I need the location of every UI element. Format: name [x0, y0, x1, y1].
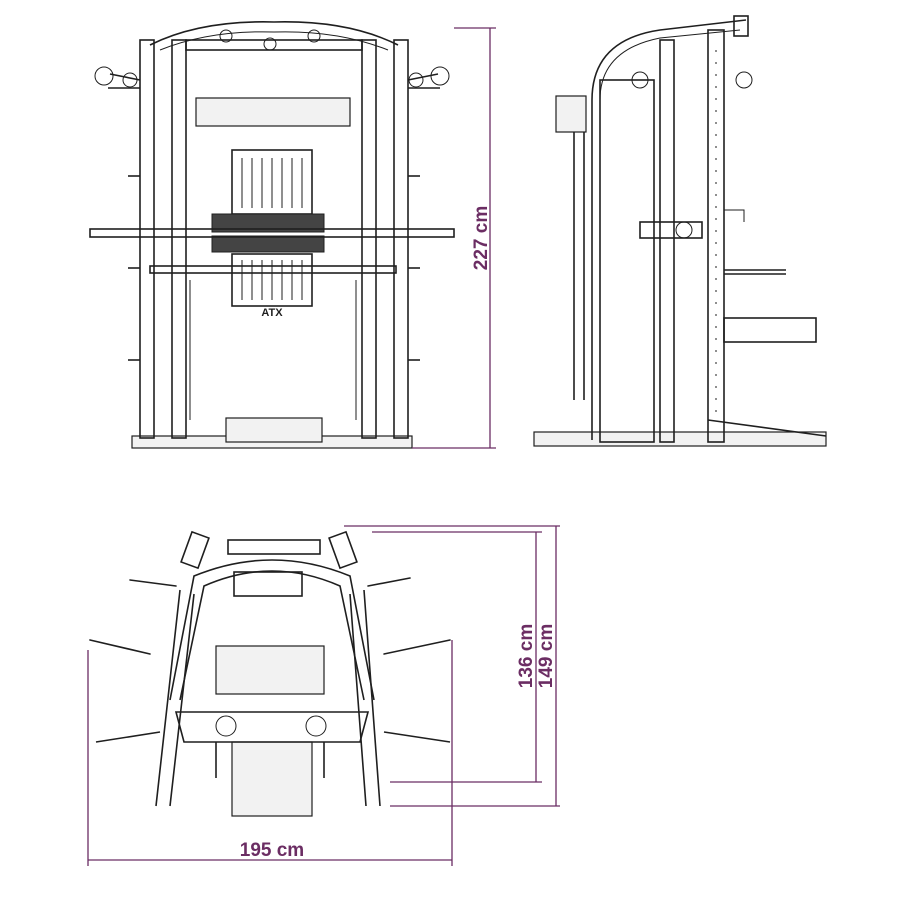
side-carriage [639, 221, 703, 239]
top-view [89, 530, 451, 817]
front-bench-pad [225, 417, 323, 443]
depth-outer-label: 149 cm [536, 624, 557, 688]
front-tread-bar [211, 213, 325, 233]
front-arm-left [108, 73, 141, 89]
top-handle-left-upper [129, 579, 177, 587]
front-upright-left-outer [139, 39, 155, 439]
top-ring-icon [215, 715, 237, 737]
side-top-arch-inner [599, 29, 741, 101]
side-barbell-end-icon [675, 221, 693, 239]
width-label: 195 cm [240, 840, 304, 861]
pulley-left-icon [94, 66, 114, 86]
top-leg-left [155, 589, 195, 807]
top-handle-right-upper [367, 577, 411, 587]
side-weight-box [555, 95, 587, 133]
top-cable-arm-right [383, 731, 451, 743]
front-weight-grid-holes [241, 158, 303, 208]
pulley-icon [735, 71, 753, 89]
top-lower-frame [174, 711, 370, 743]
front-upright-right-inner [361, 39, 377, 439]
side-main-post [599, 79, 655, 443]
side-view [533, 15, 827, 447]
side-rear-leg [707, 419, 827, 437]
side-rear-post [707, 29, 725, 443]
front-view: ATX [89, 21, 455, 449]
front-top-arch-inner [159, 31, 389, 51]
top-weight-carriage [215, 645, 325, 695]
pulley-icon [219, 29, 233, 43]
side-top-arch [591, 19, 747, 440]
top-crossbar [227, 539, 321, 555]
top-post-left [180, 530, 210, 570]
front-upright-right-outer [393, 39, 409, 439]
front-smith-bar [149, 265, 397, 274]
side-top-cap [733, 15, 749, 37]
pulley-right-icon [408, 72, 424, 88]
pulley-icon [263, 37, 277, 51]
top-handle-right-lower [383, 639, 451, 655]
front-tread-bar [211, 235, 325, 253]
top-bench [231, 741, 313, 817]
front-upright-left-inner [171, 39, 187, 439]
depth-inner-label: 136 cm [516, 624, 537, 688]
side-center-post [659, 39, 675, 443]
top-ring-icon [305, 715, 327, 737]
brand-logo: ATX [261, 307, 283, 319]
pulley-icon [307, 29, 321, 43]
height-dimension: 227 cm [412, 27, 496, 449]
top-post-right [328, 530, 358, 570]
top-plate [233, 571, 303, 597]
front-storage-pegs [128, 175, 420, 361]
pulley-left-icon [122, 72, 138, 88]
pulley-right-icon [430, 66, 450, 86]
pulley-icon [631, 71, 649, 89]
top-leg-right [349, 589, 381, 807]
side-base [533, 431, 827, 447]
depth-dimensions: 136 cm 149 cm [344, 525, 560, 807]
front-upper-plate [195, 97, 351, 127]
front-arm-right [407, 73, 440, 89]
height-label: 227 cm [471, 206, 492, 270]
top-frame-arch [169, 559, 375, 701]
side-safety-arm [723, 317, 817, 343]
top-handle-left-lower [89, 639, 151, 655]
top-frame-arch-inner [179, 570, 365, 701]
top-cable-arm-left [95, 731, 161, 743]
front-barbell [89, 228, 455, 238]
side-j-hook [724, 209, 745, 222]
front-top-arch [149, 21, 399, 46]
front-weight-grid-bottom [231, 253, 313, 307]
width-dimension: 195 cm [87, 640, 453, 866]
